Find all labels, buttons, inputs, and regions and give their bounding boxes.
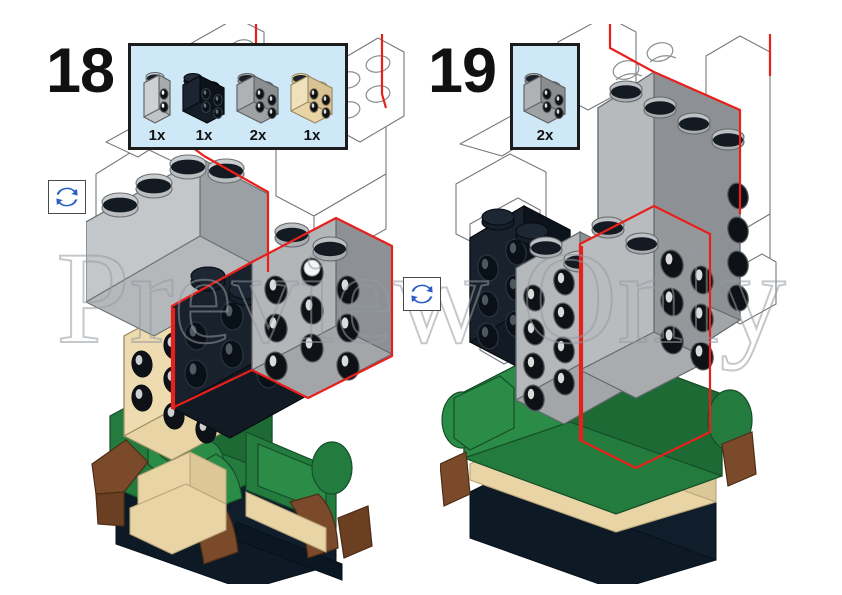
part-qty-label: 1x — [195, 127, 213, 144]
figure-tan-parts-18 — [129, 451, 327, 555]
part-qty-label: 2x — [249, 127, 267, 144]
part-item-dark-gray-brick[interactable]: 2x — [233, 44, 283, 145]
parts-bin-step-18: 1x — [128, 43, 348, 150]
step-18-model-illustration — [86, 24, 405, 584]
rotation-indicator-step-18[interactable] — [48, 180, 86, 214]
brick-gray-front-19 — [579, 205, 714, 399]
brick-2x2x2-studs-side-icon — [290, 73, 333, 124]
parts-bin-step-19: 2x — [510, 43, 580, 150]
step-19-model-illustration — [440, 24, 777, 584]
brick-dark-gray-2x2x2-18 — [251, 217, 393, 399]
brick-2x2x2-studs-side-icon — [523, 73, 566, 124]
rotate-icon — [56, 187, 78, 207]
brick-1x2x2-studs-side-icon — [143, 72, 171, 124]
part-qty-label: 2x — [536, 127, 554, 144]
step-number-19: 19 — [428, 36, 497, 106]
part-qty-label: 1x — [148, 127, 166, 144]
part-item-light-gray-brick[interactable]: 1x — [139, 44, 175, 145]
part-item-black-brick[interactable]: 1x — [179, 44, 229, 145]
rotate-icon — [411, 284, 433, 304]
part-qty-label: 1x — [303, 127, 321, 144]
rotation-indicator-step-19[interactable] — [403, 277, 441, 311]
brick-2x2x2-studs-side-icon — [182, 73, 225, 124]
part-item-dark-gray-brick[interactable]: 2x — [520, 44, 570, 145]
part-item-tan-brick[interactable]: 1x — [287, 44, 337, 145]
brick-2x2x2-studs-side-icon — [236, 73, 279, 124]
step-number-18: 18 — [46, 36, 115, 106]
figure-brown-limbs-19 — [440, 431, 757, 507]
new-part-highlight-19 — [578, 24, 772, 470]
